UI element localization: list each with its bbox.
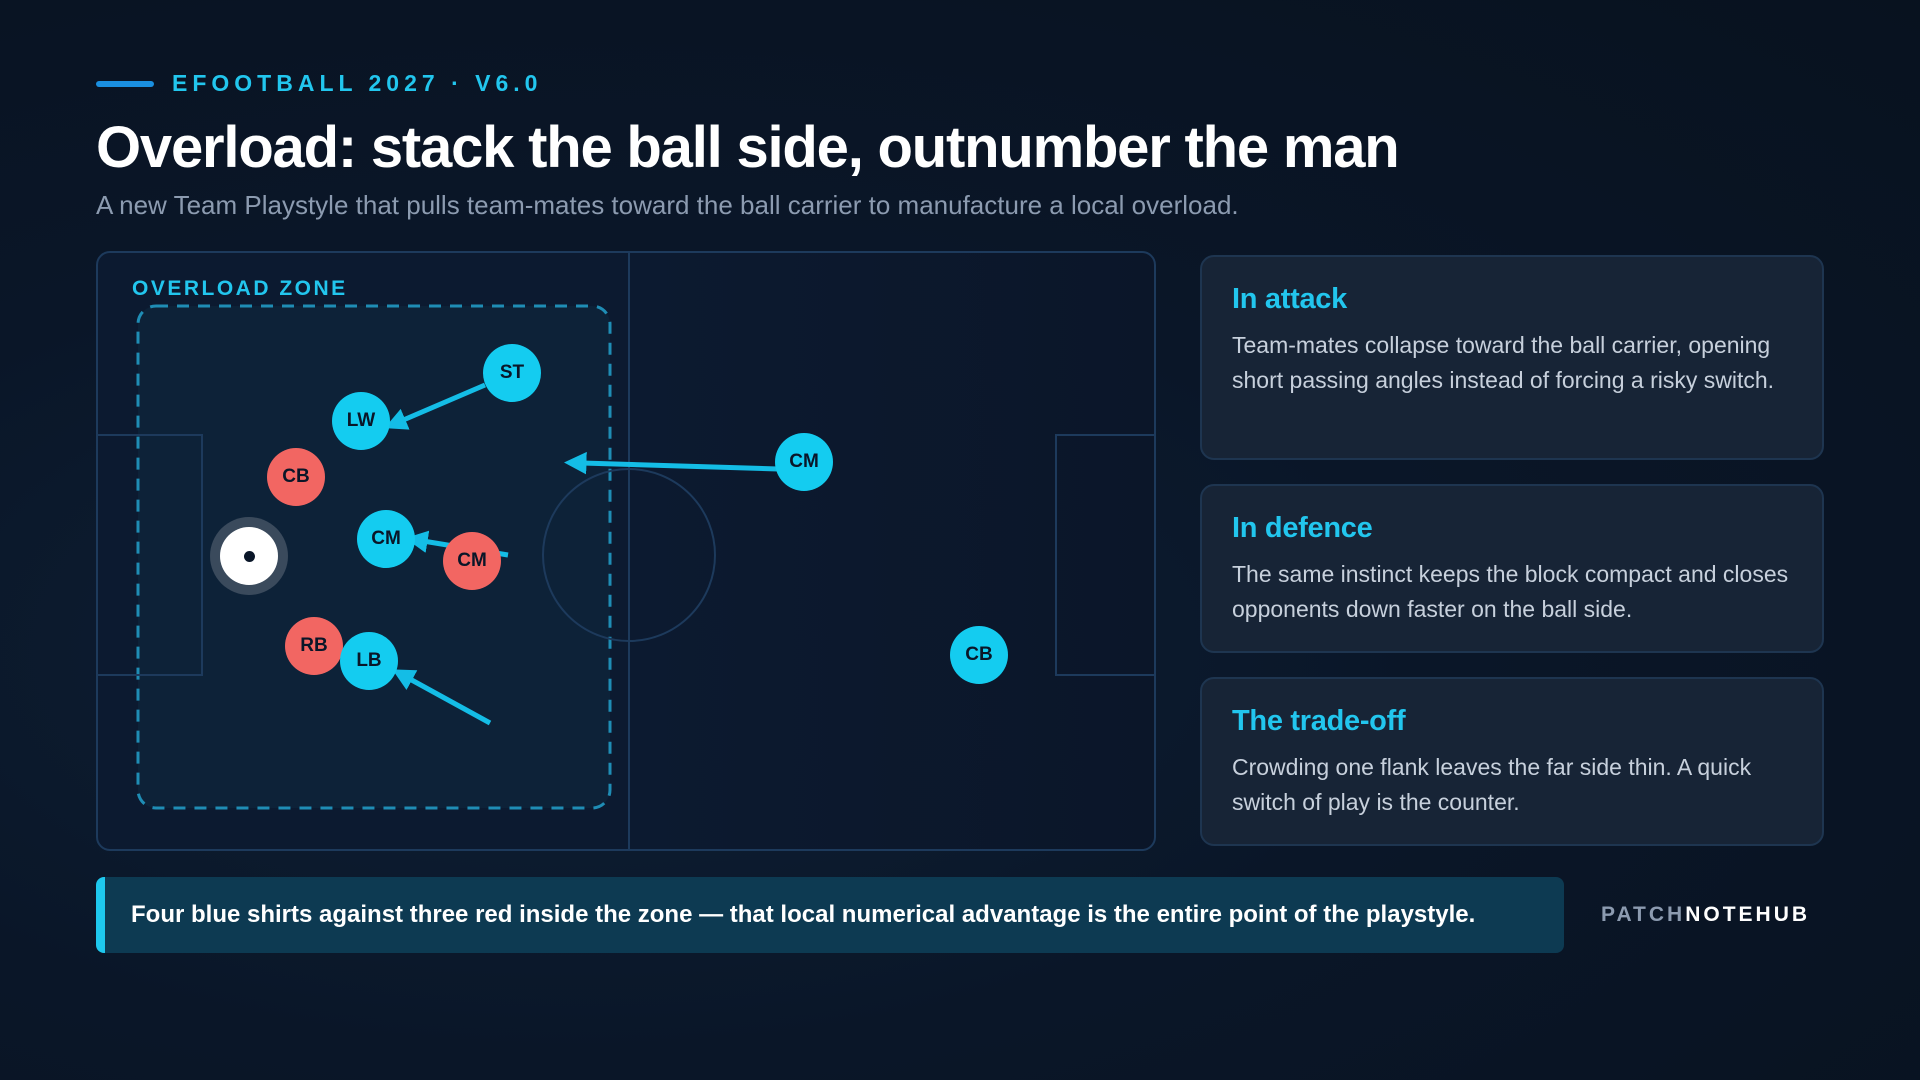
card-title: The trade-off	[1232, 705, 1406, 737]
player-blue-cm-run: CM	[775, 433, 833, 491]
brand-logo: PATCHNOTEHUB	[1601, 903, 1810, 927]
page-subtitle: A new Team Playstyle that pulls team-mat…	[96, 190, 1239, 220]
card-body: Crowding one flank leaves the far side t…	[1232, 754, 1752, 815]
player-blue-lb: LB	[340, 632, 398, 690]
pitch-diagram: OVERLOAD ZONE CB CM RB ST LW CM CM LB CB	[96, 251, 1156, 851]
player-blue-st: ST	[483, 344, 541, 402]
card-body: Team-mates collapse toward the ball carr…	[1232, 332, 1775, 393]
player-red-cm: CM	[443, 532, 501, 590]
arrow-st-to-lw	[384, 382, 486, 430]
page-title: Overload: stack the ball side, outnumber…	[96, 115, 1400, 180]
left-penalty-box	[98, 434, 203, 676]
right-penalty-box	[1055, 434, 1154, 676]
arrow-lb-overlap	[392, 669, 492, 726]
card-body: The same instinct keeps the block compac…	[1232, 561, 1789, 622]
kicker-accent-bar	[96, 80, 154, 87]
ball	[210, 517, 288, 595]
player-red-cb: CB	[267, 448, 325, 506]
callout-banner: Four blue shirts against three red insid…	[96, 877, 1564, 953]
callout-text: Four blue shirts against three red insid…	[131, 901, 1476, 928]
kicker-text: EFOOTBALL 2027 · V6.0	[172, 70, 543, 96]
ball-icon	[220, 527, 278, 585]
card-in-defence: In defence The same instinct keeps the b…	[1200, 484, 1824, 653]
brand-part-2: NOTEHUB	[1685, 903, 1811, 926]
arrow-cm-run	[564, 451, 779, 475]
card-title: In defence	[1232, 512, 1373, 544]
card-title: In attack	[1232, 283, 1347, 315]
player-blue-cm-inside: CM	[357, 510, 415, 568]
kicker: EFOOTBALL 2027 · V6.0	[96, 70, 542, 97]
centre-circle	[542, 468, 716, 642]
player-blue-lw: LW	[332, 392, 390, 450]
card-trade-off: The trade-off Crowding one flank leaves …	[1200, 677, 1824, 846]
overload-zone-label: OVERLOAD ZONE	[132, 277, 348, 300]
player-blue-cb: CB	[950, 626, 1008, 684]
player-red-rb: RB	[285, 617, 343, 675]
brand-part-1: PATCH	[1601, 903, 1686, 926]
card-in-attack: In attack Team-mates collapse toward the…	[1200, 255, 1824, 460]
